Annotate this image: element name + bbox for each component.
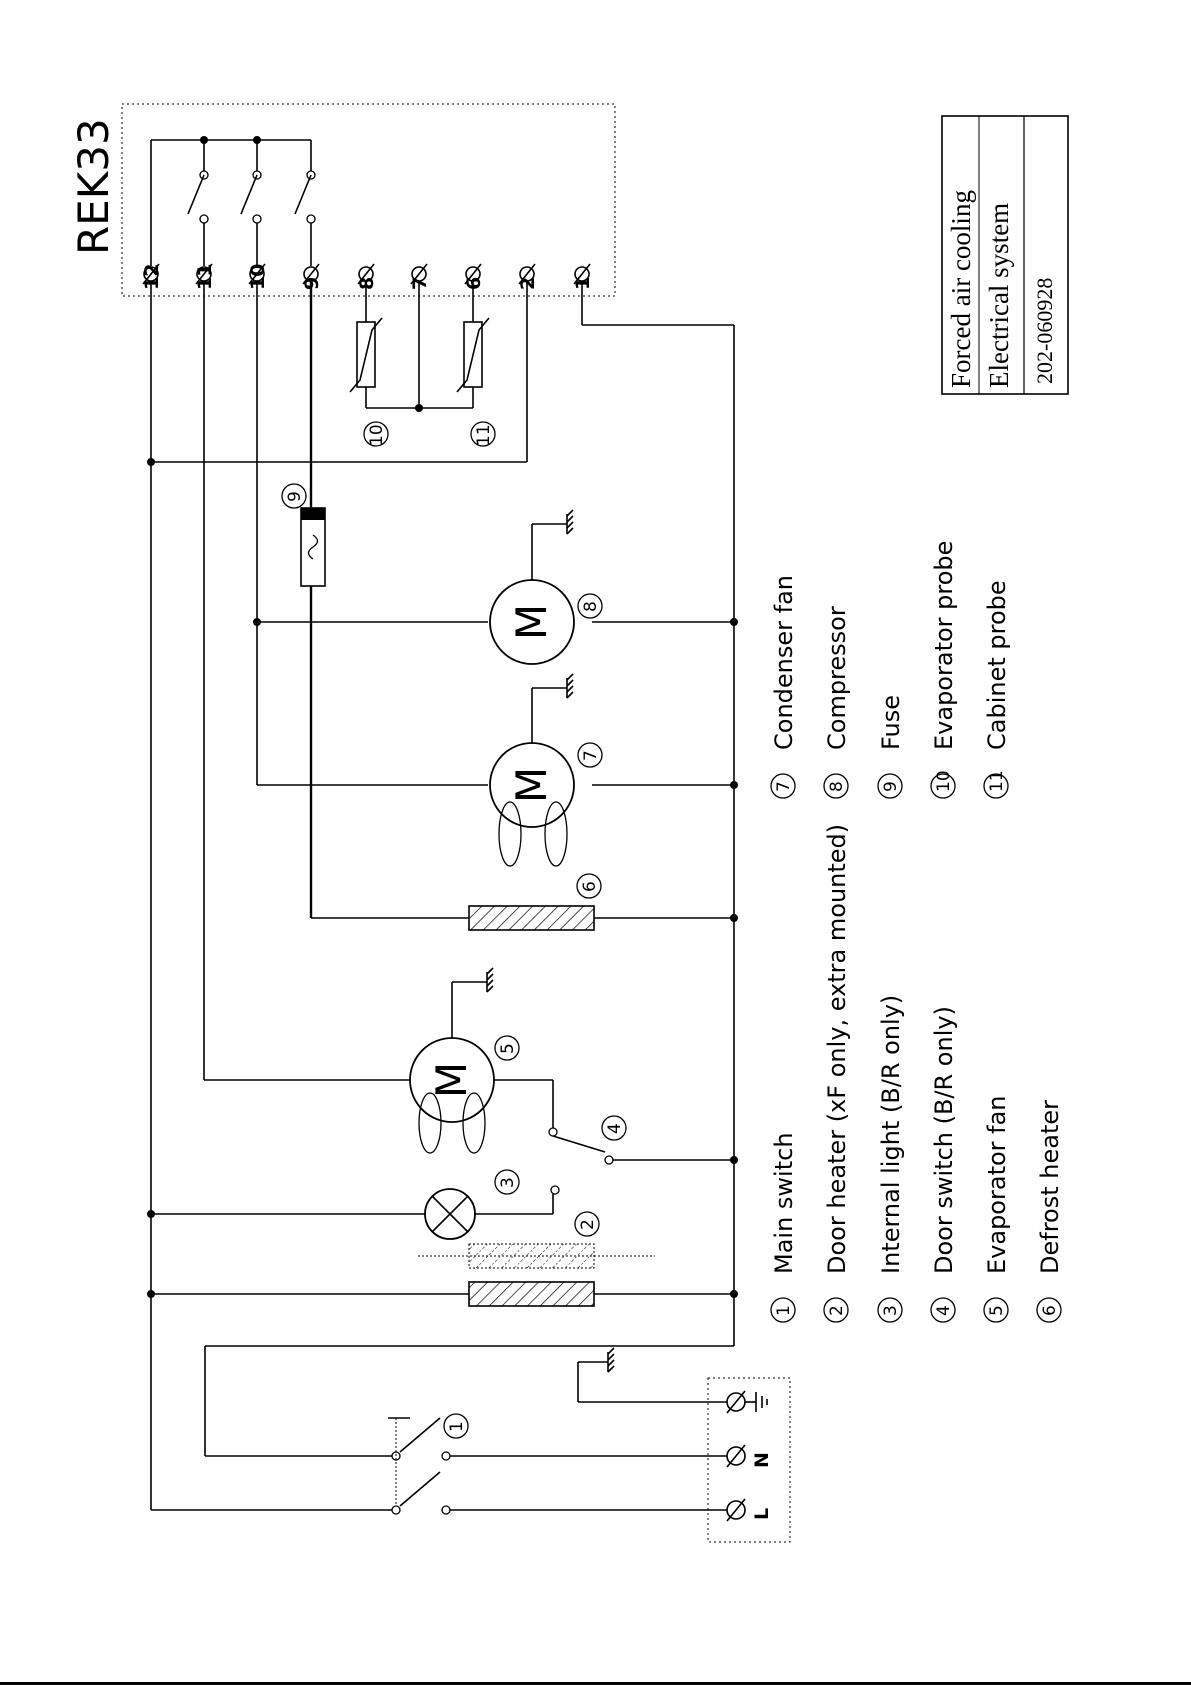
- terminal-7: 7: [409, 263, 431, 290]
- legend-item: 8 Compressor: [823, 606, 851, 799]
- svg-text:Defrost heater: Defrost heater: [1036, 1100, 1064, 1274]
- svg-text:2: 2: [578, 1219, 598, 1230]
- svg-text:8: 8: [827, 781, 847, 792]
- wiring: [147, 282, 738, 1511]
- svg-text:11: 11: [474, 424, 494, 446]
- fuse: 9: [281, 483, 326, 587]
- legend-item: 6 Defrost heater: [1036, 1100, 1064, 1323]
- svg-text:Evaporator fan: Evaporator fan: [983, 1095, 1011, 1274]
- svg-text:6: 6: [580, 881, 600, 892]
- svg-text:11: 11: [987, 770, 1007, 792]
- defrost-heater: 6: [468, 873, 602, 931]
- svg-text:7: 7: [774, 781, 794, 792]
- svg-text:Evaporator probe: Evaporator probe: [930, 541, 958, 750]
- legend-item: 2 Door heater (xF only, extra mounted): [823, 824, 851, 1323]
- evaporator-fan-motor: M 5: [409, 967, 553, 1154]
- svg-text:M: M: [507, 604, 556, 640]
- terminal-10: 10: [247, 263, 269, 290]
- terminal-l-label: L: [751, 1508, 773, 1520]
- svg-text:Fuse: Fuse: [877, 695, 905, 750]
- svg-text:2: 2: [827, 1305, 847, 1316]
- probe-cabinet: 11: [456, 282, 496, 447]
- legend-item: 9 Fuse: [877, 695, 905, 799]
- terminal-8: 8: [356, 263, 378, 290]
- probe-common-wire: [366, 282, 473, 412]
- svg-text:Door switch (B/R only): Door switch (B/R only): [930, 1006, 958, 1274]
- svg-text:11: 11: [194, 264, 216, 290]
- svg-text:2: 2: [517, 277, 539, 290]
- svg-text:M: M: [427, 1062, 476, 1098]
- legend-item: 5 Evaporator fan: [983, 1095, 1011, 1323]
- svg-text:12: 12: [141, 264, 163, 290]
- legend-item: 11 Cabinet probe: [983, 580, 1011, 799]
- title-line-1: Forced air cooling: [946, 190, 976, 388]
- svg-text:8: 8: [356, 277, 378, 290]
- internal-light: 3: [151, 1169, 560, 1240]
- svg-text:Internal light (B/R only): Internal light (B/R only): [877, 995, 905, 1274]
- probe-evaporator: 10: [349, 282, 389, 447]
- svg-text:5: 5: [987, 1305, 1007, 1316]
- drawing-code: 202-060928: [1032, 278, 1057, 384]
- svg-text:3: 3: [881, 1305, 901, 1316]
- svg-text:Compressor: Compressor: [823, 606, 851, 750]
- legend-item: 4 Door switch (B/R only): [930, 1006, 958, 1323]
- legend-left: 1 Main switch 2 Door heater (xF only, ex…: [770, 824, 1064, 1323]
- terminal-2: 2: [517, 263, 539, 290]
- legend-item: 10 Evaporator probe: [930, 541, 958, 799]
- main-switch: 1: [388, 1413, 727, 1515]
- condenser-fan-motor: M 7: [489, 673, 603, 867]
- title-line-2: Electrical system: [984, 203, 1014, 388]
- svg-text:5: 5: [498, 1043, 518, 1054]
- door-switch: 4: [548, 1080, 627, 1165]
- svg-text:Main switch: Main switch: [770, 1132, 798, 1274]
- controller-rek33: REK33 12 11 10 9 8 7 6: [69, 103, 616, 297]
- compressor-motor: M 8: [489, 509, 603, 665]
- svg-text:1: 1: [447, 1421, 467, 1432]
- svg-text:1: 1: [572, 277, 594, 290]
- controller-title: REK33: [69, 118, 118, 255]
- svg-text:6: 6: [1040, 1305, 1060, 1316]
- svg-text:1: 1: [774, 1305, 794, 1316]
- legend-item: 3 Internal light (B/R only): [877, 995, 905, 1323]
- svg-text:M: M: [507, 767, 556, 803]
- terminal-6: 6: [463, 263, 485, 290]
- legend-right: 7 Condenser fan 8 Compressor 9 Fuse 10 E…: [770, 541, 1011, 799]
- legend-item: 1 Main switch: [770, 1132, 798, 1323]
- terminal-n-label: N: [751, 1452, 773, 1468]
- svg-text:Door heater (xF only, extra mo: Door heater (xF only, extra mounted): [823, 824, 851, 1274]
- svg-text:Cabinet probe: Cabinet probe: [983, 580, 1011, 750]
- earth-lead: [577, 1347, 727, 1403]
- svg-text:10: 10: [247, 264, 269, 290]
- page-bottom-rule: [0, 1682, 1191, 1685]
- svg-text:3: 3: [498, 1177, 518, 1188]
- heater-row: [151, 1281, 595, 1307]
- svg-text:9: 9: [881, 781, 901, 792]
- svg-text:10: 10: [934, 770, 954, 792]
- svg-text:10: 10: [367, 424, 387, 446]
- svg-text:7: 7: [409, 277, 431, 290]
- terminal-12: 12: [141, 263, 163, 290]
- terminal-11: 11: [194, 263, 216, 290]
- svg-text:8: 8: [581, 601, 601, 612]
- title-block: Forced air cooling Electrical system 202…: [941, 115, 1069, 395]
- legend-item: 7 Condenser fan: [770, 575, 798, 799]
- svg-text:9: 9: [285, 491, 305, 502]
- door-heater: 2: [418, 1211, 655, 1269]
- svg-text:4: 4: [605, 1123, 625, 1134]
- terminal-1: 1: [572, 263, 594, 290]
- svg-text:6: 6: [463, 277, 485, 290]
- svg-text:4: 4: [934, 1305, 954, 1316]
- relay-contacts: [150, 136, 316, 266]
- svg-text:7: 7: [581, 750, 601, 761]
- svg-text:Condenser fan: Condenser fan: [770, 575, 798, 750]
